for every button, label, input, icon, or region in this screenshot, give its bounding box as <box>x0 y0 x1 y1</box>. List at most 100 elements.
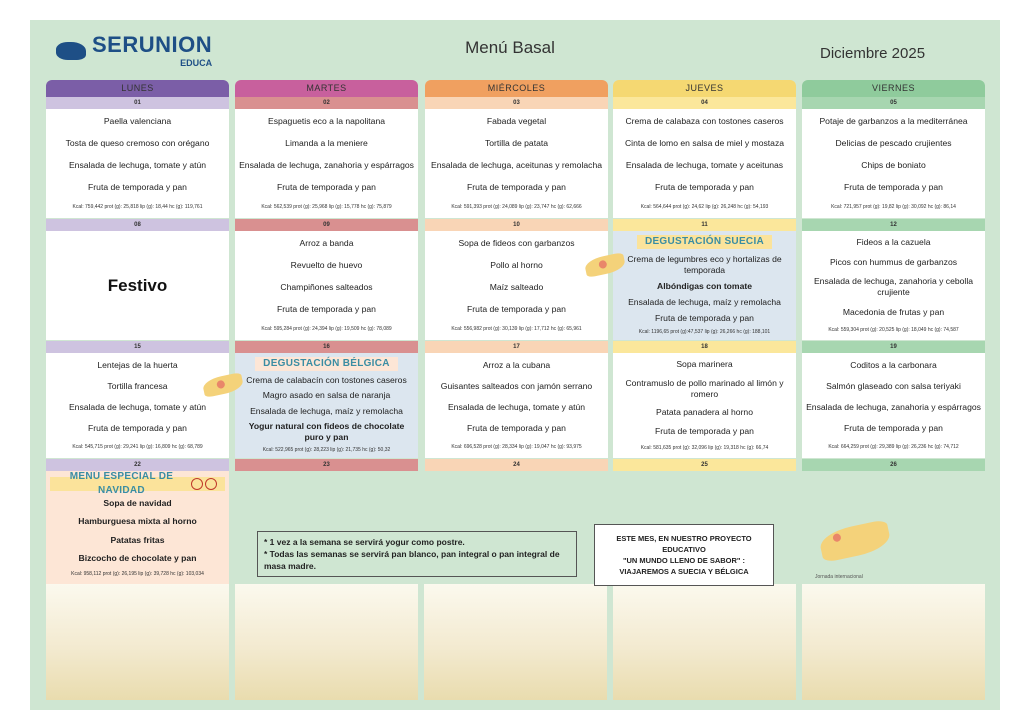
day-menu-cell: Festivo <box>46 231 229 340</box>
nutrition-info: Kcal: 562,539 prot (g): 25,968 lip (g): … <box>261 203 392 210</box>
day-header-martes: MARTES <box>235 80 418 97</box>
special-banner: MENÚ ESPECIAL DE NAVIDAD <box>50 471 225 496</box>
menu-item: Ensalada de lechuga, aceitunas y remolac… <box>430 159 603 170</box>
day-number: 03 <box>425 97 608 109</box>
special-banner-label: MENÚ ESPECIAL DE NAVIDAD <box>69 471 174 496</box>
day-number: 12 <box>802 219 985 231</box>
menu-item: Hamburguesa mixta al horno <box>78 516 197 527</box>
menu-item: Crema de calabacín con tostones caseros <box>246 375 407 386</box>
nutrition-info: Kcal: 559,304 prot (g): 20,525 lip (g): … <box>828 326 959 333</box>
menu-item: Espaguetis eco a la napolitana <box>267 116 386 127</box>
menu-item: Bizcocho de chocolate y pan <box>78 552 197 563</box>
menu-item: Salmón glaseado con salsa teriyaki <box>826 381 961 391</box>
project-line: ESTE MES, EN NUESTRO PROYECTO EDUCATIVO <box>616 534 752 554</box>
menu-item: Albóndigas con tomate <box>656 281 752 292</box>
note-line: * Todas las semanas se servirá pan blanc… <box>264 549 560 571</box>
menu-item: Ensalada de lechuga, tomate y atún <box>68 402 207 412</box>
menu-item: Sopa de fideos con garbanzos <box>458 238 575 249</box>
special-banner-label: DEGUSTACIÓN SUECIA <box>644 236 765 248</box>
day-number: 08 <box>46 219 229 231</box>
column-divider <box>796 471 802 700</box>
menu-item: Champiñones salteados <box>280 281 373 292</box>
day-number: 19 <box>802 341 985 353</box>
menu-item: Lentejas de la huerta <box>97 360 178 370</box>
day-number: 18 <box>613 341 796 353</box>
menu-item: Chips de boniato <box>861 159 926 170</box>
project-line: VIAJAREMOS A SUECIA Y BÉLGICA <box>619 567 749 576</box>
note-line: * 1 vez a la semana se servirá yogur com… <box>264 537 465 547</box>
menu-item: Revuelto de huevo <box>290 260 363 271</box>
menu-item: Arroz a la cubana <box>482 360 551 370</box>
menu-item: Yogur natural con fideos de chocolate pu… <box>248 420 405 442</box>
menu-item: Crema de legumbres eco y hortalizas de t… <box>627 254 782 276</box>
special-banner: DEGUSTACIÓN BÉLGICA <box>255 357 398 372</box>
nutrition-info: Kcal: 696,528 prot (g): 28,334 lip (g): … <box>451 444 582 450</box>
day-number: 25 <box>613 459 796 471</box>
menu-item: Tortilla de patata <box>484 138 549 149</box>
menu-item: Sopa marinera <box>676 358 733 369</box>
menu-item: Paella valenciana <box>103 116 172 127</box>
month-label: Diciembre 2025 <box>820 45 926 62</box>
menu-item: Pollo al horno <box>490 260 543 271</box>
menu-item: Arroz a banda <box>299 238 354 249</box>
day-number: 16 <box>235 341 418 353</box>
project-line: "UN MUNDO LLENO DE SABOR" : <box>622 556 746 565</box>
day-number: 05 <box>802 97 985 109</box>
menu-item: Ensalada de lechuga, zanahoria y cebolla… <box>813 276 974 298</box>
nutrition-info: Kcal: 581,635 prot (g): 32,096 lip (g): … <box>640 445 769 452</box>
menu-item: Maíz salteado <box>489 281 544 292</box>
special-banner-label: DEGUSTACIÓN BÉLGICA <box>263 358 390 370</box>
menu-item: Patatas fritas <box>110 534 165 545</box>
menu-item: Tortilla francesa <box>107 381 168 391</box>
menu-item: Fruta de temporada y pan <box>277 303 376 314</box>
menu-item: Potaje de garbanzos a la mediterránea <box>819 116 968 127</box>
menu-item: Fideos a la cazuela <box>856 237 931 248</box>
day-number: 23 <box>235 459 418 471</box>
day-number: 04 <box>613 97 796 109</box>
menu-item: Guisantes salteados con jamón serrano <box>440 381 593 391</box>
menu-item: Ensalada de lechuga, tomate y atún <box>447 402 586 412</box>
menu-item: Patata panadera al horno <box>656 407 753 418</box>
day-number: 11 <box>613 219 796 231</box>
serunion-logo: SERUNION EDUCA <box>56 32 212 69</box>
farm-illustration <box>46 584 985 700</box>
day-header-lunes: LUNES <box>46 80 229 97</box>
day-number: 02 <box>235 97 418 109</box>
day-header-jueves: JUEVES <box>613 80 796 97</box>
nutrition-info: Kcal: 522,965 prot (g): 28,223 lip (g): … <box>262 446 391 453</box>
brand-name: SERUNION <box>92 32 213 57</box>
christmas-baubles-icon <box>191 477 217 490</box>
menu-item: Ensalada de lechuga, maíz y remolacha <box>250 405 403 416</box>
day-header-viernes: VIERNES <box>802 80 985 97</box>
menu-item: Fruta de temporada y pan <box>655 312 754 323</box>
bull-icon <box>56 41 86 60</box>
menu-item: Fruta de temporada y pan <box>655 181 754 192</box>
menu-item: Fabada vegetal <box>486 116 547 127</box>
day-menu-cell: DEGUSTACIÓN BÉLGICA Crema de calabacín co… <box>235 353 418 458</box>
menu-item: Fruta de temporada y pan <box>844 423 943 433</box>
menu-item: Tosta de queso cremoso con orégano <box>65 138 210 149</box>
menu-item: Cinta de lomo en salsa de miel y mostaza <box>624 138 785 149</box>
column-divider <box>418 471 424 700</box>
menu-item: Ensalada de lechuga, tomate y atún <box>68 159 207 170</box>
jornada-label: Jornada internacional <box>815 574 863 580</box>
menu-item: Fruta de temporada y pan <box>88 423 187 433</box>
menu-item: Macedonia de frutas y pan <box>842 307 945 318</box>
nutrition-info: Kcal: 664,259 prot (g): 29,389 lip (g): … <box>828 444 959 450</box>
nutrition-info: Kcal: 721,957 prot (g): 19,82 lip (g): 3… <box>831 203 956 210</box>
menu-item: Fruta de temporada y pan <box>467 181 566 192</box>
day-number: 26 <box>802 459 985 471</box>
day-menu-cell: DEGUSTACIÓN SUECIA Crema de legumbres eco… <box>613 231 796 340</box>
nutrition-info: Kcal: 958,112 prot (g): 26,195 lip (g): … <box>71 571 204 578</box>
menu-item: Ensalada de lechuga, tomate y aceitunas <box>625 159 784 170</box>
nutrition-info: Kcal: 545,715 prot (g): 29,241 lip (g): … <box>72 444 203 450</box>
